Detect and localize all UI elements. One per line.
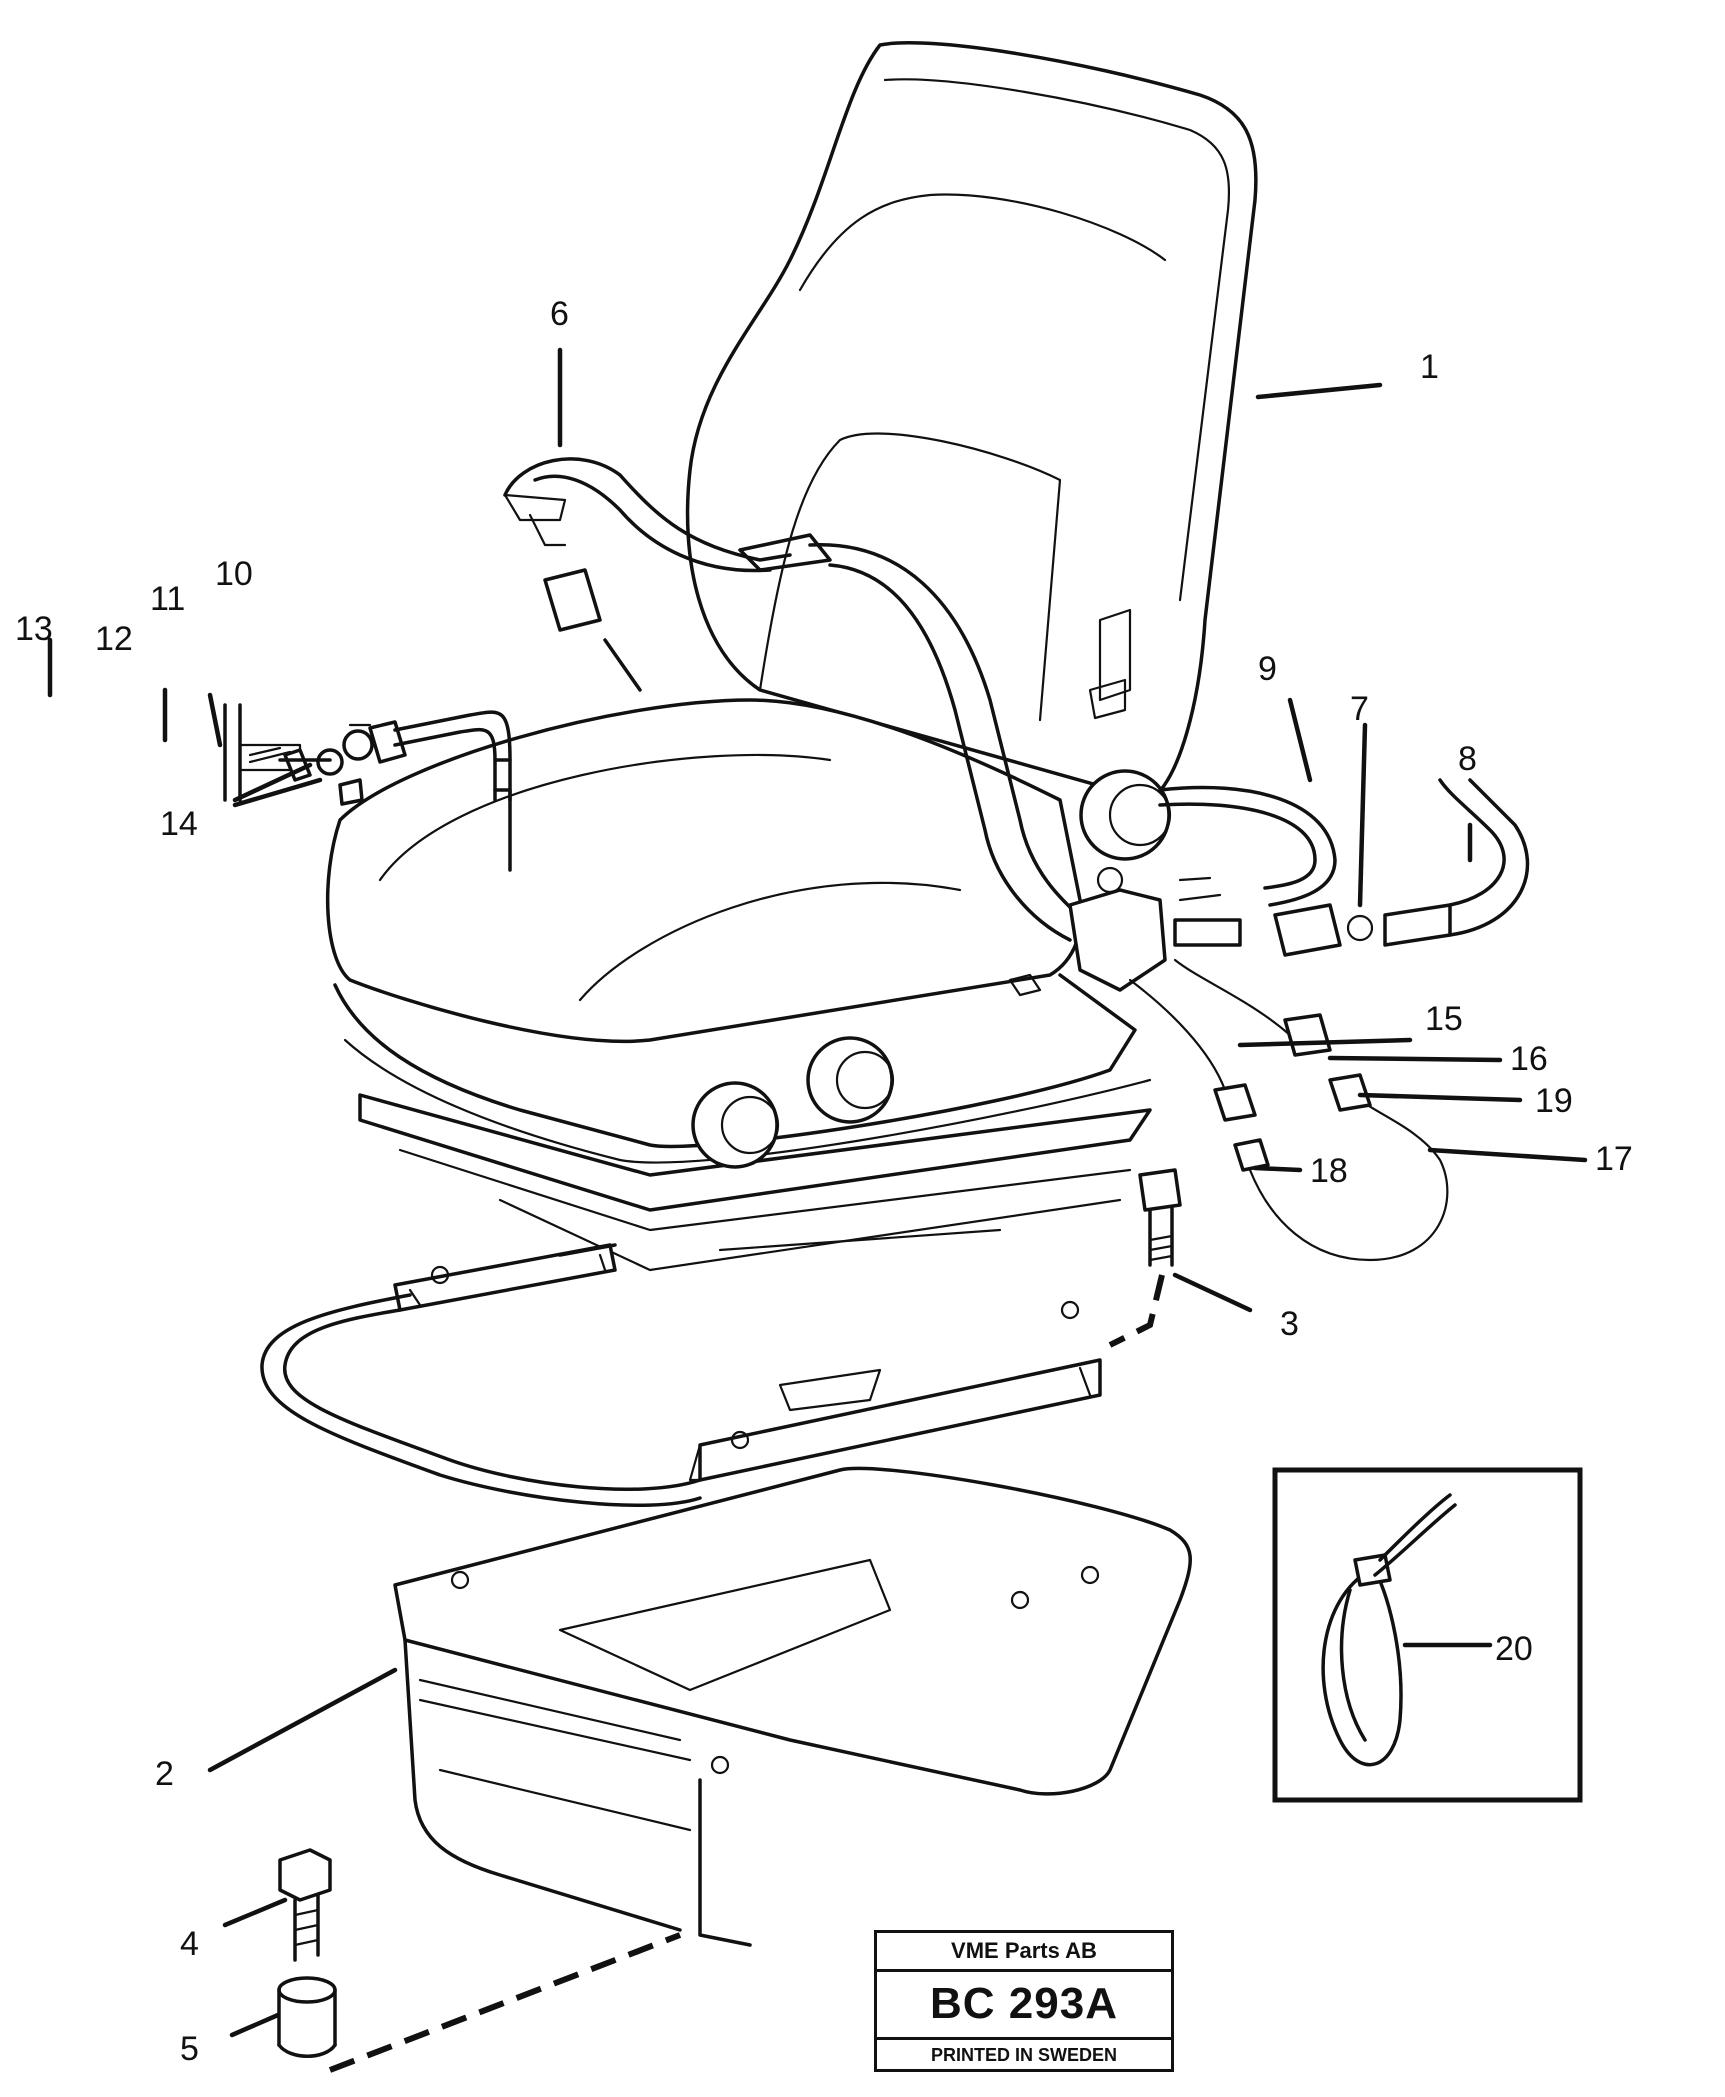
callout-6: 6	[550, 295, 569, 333]
stamp-printed-in: PRINTED IN SWEDEN	[930, 2045, 1117, 2065]
callout-2: 2	[155, 1755, 174, 1793]
adjustment-knob-side	[1079, 769, 1172, 894]
spacer-5	[277, 1932, 682, 2073]
seat-belt	[503, 457, 1167, 997]
backrest	[685, 41, 1258, 802]
title-block-stamp: VME Parts AB BC 293A PRINTED IN SWEDEN	[874, 1930, 1174, 2072]
callout-8: 8	[1458, 740, 1477, 778]
callout-3: 3	[1280, 1305, 1299, 1343]
leader-lines	[47, 347, 1588, 2038]
callout-7: 7	[1350, 690, 1369, 728]
callout-17: 17	[1595, 1140, 1633, 1178]
callout-12: 12	[95, 620, 133, 658]
callout-15: 15	[1425, 1000, 1463, 1038]
callout-10: 10	[215, 555, 253, 593]
callout-4: 4	[180, 1925, 199, 1963]
callout-labels: 1 6 9 7 8 10 11 12 13 14 15 16 19 17 18 …	[15, 295, 1633, 2068]
seat-base-console	[393, 1466, 1192, 1947]
air-hoses	[1158, 778, 1530, 957]
callout-16: 16	[1510, 1040, 1548, 1078]
callout-5: 5	[180, 2030, 199, 2068]
stamp-company: VME Parts AB	[877, 1933, 1171, 1972]
wiring-harness	[1128, 958, 1449, 1262]
adjustment-knob-front	[691, 1036, 895, 1169]
callout-9: 9	[1258, 650, 1277, 688]
callout-14: 14	[160, 805, 198, 843]
slide-rails	[260, 1243, 1102, 1508]
callout-18: 18	[1310, 1152, 1348, 1190]
seat-cushion	[325, 698, 1152, 1272]
callout-11: 11	[150, 580, 185, 618]
cable-tie-detail	[1272, 1467, 1583, 1803]
callout-19: 19	[1535, 1082, 1573, 1120]
bolt-3	[1108, 1168, 1182, 1348]
air-fittings	[223, 703, 512, 872]
callout-13: 13	[15, 610, 53, 648]
callout-1: 1	[1420, 348, 1439, 386]
stamp-drawing-code: BC 293A	[877, 1971, 1171, 2040]
callout-20: 20	[1495, 1630, 1533, 1668]
bolt-4	[278, 1848, 332, 1962]
